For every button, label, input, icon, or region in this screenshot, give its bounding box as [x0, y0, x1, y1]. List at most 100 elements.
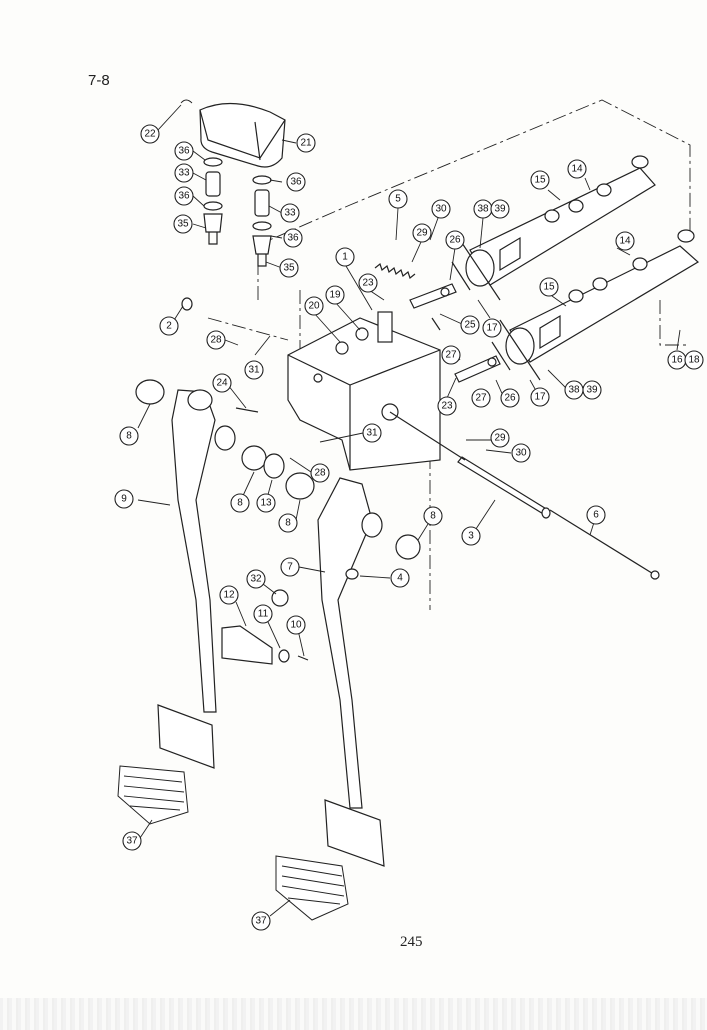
svg-text:29: 29	[494, 433, 506, 444]
svg-text:33: 33	[178, 168, 190, 179]
svg-text:8: 8	[430, 511, 436, 522]
svg-text:30: 30	[515, 448, 527, 459]
svg-text:36: 36	[178, 146, 190, 157]
svg-text:31: 31	[248, 365, 260, 376]
callout: 30	[431, 199, 451, 219]
callout: 2	[159, 316, 179, 336]
callout: 8	[230, 493, 250, 513]
callout: 5	[388, 189, 408, 209]
callout: 31	[244, 360, 264, 380]
callout: 8	[278, 513, 298, 533]
svg-text:22: 22	[144, 129, 156, 140]
clutch-pedal-arm	[157, 389, 236, 769]
pedal-pad-left	[117, 765, 189, 825]
callout: 26	[500, 388, 520, 408]
callout: 39	[490, 199, 510, 219]
svg-text:16: 16	[671, 355, 683, 366]
svg-text:26: 26	[449, 235, 461, 246]
callout: 8	[423, 506, 443, 526]
callout: 26	[445, 230, 465, 250]
svg-text:12: 12	[223, 590, 235, 601]
callout: 3	[461, 526, 481, 546]
callout: 24	[212, 373, 232, 393]
svg-text:37: 37	[255, 916, 267, 927]
callout: 4	[390, 568, 410, 588]
return-spring	[374, 262, 416, 280]
callout: 29	[412, 223, 432, 243]
callout: 15	[530, 170, 550, 190]
svg-text:36: 36	[287, 233, 299, 244]
svg-text:17: 17	[486, 323, 498, 334]
callout: 9	[114, 489, 134, 509]
svg-text:27: 27	[475, 393, 487, 404]
svg-text:3: 3	[468, 531, 474, 542]
svg-text:9: 9	[121, 494, 127, 505]
svg-text:39: 39	[494, 204, 506, 215]
svg-text:25: 25	[464, 320, 476, 331]
clevis-pushrods	[409, 283, 501, 405]
svg-text:29: 29	[416, 228, 428, 239]
master-cylinder-upper	[451, 155, 656, 301]
section-label: 7-8	[88, 72, 110, 89]
callout: 25	[460, 315, 480, 335]
svg-text:11: 11	[258, 609, 269, 620]
callout: 31	[362, 423, 382, 443]
callout: 20	[304, 296, 324, 316]
callout: 28	[206, 330, 226, 350]
svg-text:4: 4	[397, 573, 403, 584]
callout: 27	[441, 345, 461, 365]
callout: 22	[140, 124, 160, 144]
callout: 36	[174, 141, 194, 161]
svg-text:14: 14	[571, 164, 583, 175]
callout: 32	[246, 569, 266, 589]
callout: 36	[174, 186, 194, 206]
page-number: 245	[400, 934, 423, 950]
svg-text:36: 36	[178, 191, 190, 202]
svg-text:8: 8	[126, 431, 132, 442]
callout: 14	[615, 231, 635, 251]
callout: 36	[283, 228, 303, 248]
svg-text:19: 19	[329, 290, 341, 301]
hose-clamp-stack-right	[252, 175, 272, 267]
callout: 28	[310, 463, 330, 483]
callout: 37	[122, 831, 142, 851]
callout: 6	[586, 505, 606, 525]
svg-text:39: 39	[586, 385, 598, 396]
svg-text:24: 24	[216, 378, 228, 389]
master-cylinder-lower	[491, 229, 700, 381]
svg-text:28: 28	[210, 335, 222, 346]
svg-text:23: 23	[362, 278, 374, 289]
callout: 33	[280, 203, 300, 223]
callout: 30	[511, 443, 531, 463]
pedal-bracket	[287, 311, 441, 471]
callout: 35	[173, 214, 193, 234]
svg-text:36: 36	[290, 177, 302, 188]
callout: 36	[286, 172, 306, 192]
switch-bracket	[221, 625, 309, 665]
pivot-shafts	[389, 411, 660, 580]
callout: 38	[564, 380, 584, 400]
pedal-grip-cover	[180, 99, 286, 168]
callout: 35	[279, 258, 299, 278]
svg-text:38: 38	[568, 385, 580, 396]
svg-text:33: 33	[284, 208, 296, 219]
callout: 33	[174, 163, 194, 183]
svg-text:1: 1	[342, 252, 348, 263]
svg-text:35: 35	[283, 263, 295, 274]
svg-text:5: 5	[395, 194, 401, 205]
svg-text:15: 15	[534, 175, 546, 186]
svg-text:30: 30	[435, 204, 447, 215]
pedal-pad-right	[275, 855, 349, 921]
svg-text:17: 17	[534, 392, 546, 403]
svg-text:8: 8	[285, 518, 291, 529]
svg-text:6: 6	[593, 510, 599, 521]
callout: 16	[667, 350, 687, 370]
callout: 13	[256, 493, 276, 513]
callout: 39	[582, 380, 602, 400]
callout: 29	[490, 428, 510, 448]
callout: 14	[567, 159, 587, 179]
callout: 1	[335, 247, 355, 267]
svg-text:28: 28	[314, 468, 326, 479]
